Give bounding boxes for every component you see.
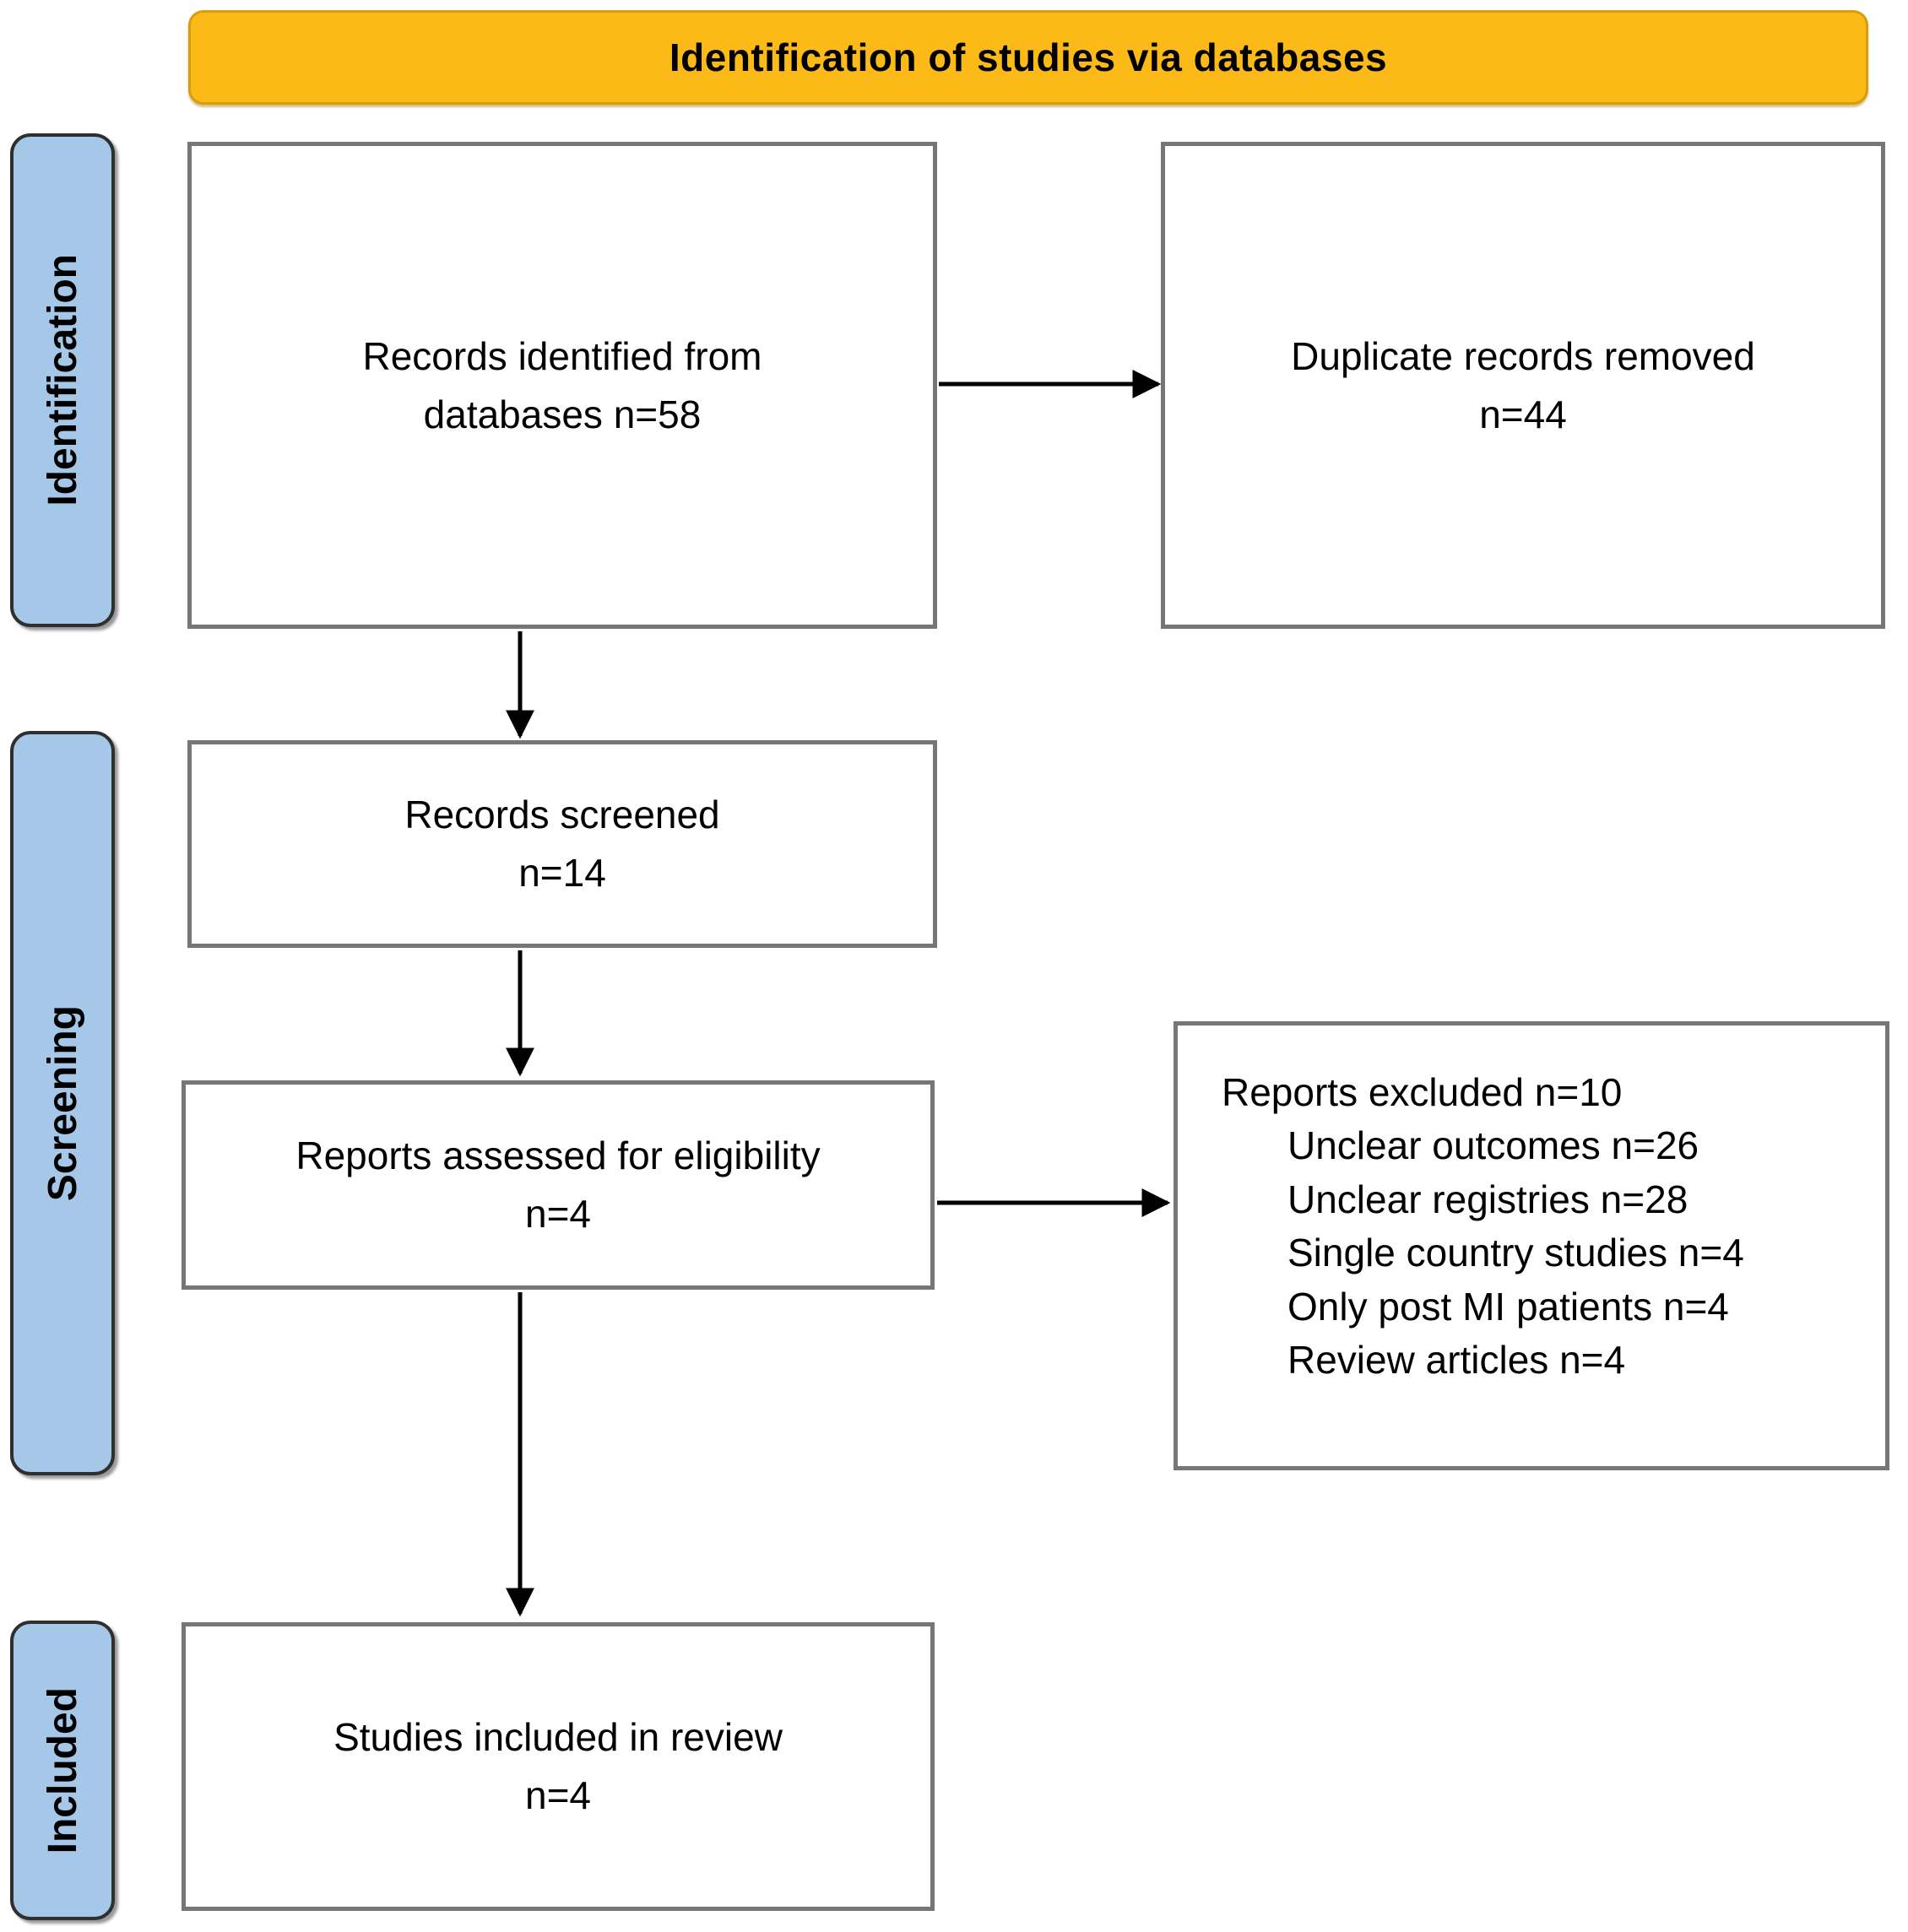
box-line: n=4: [524, 1773, 592, 1817]
box-line: Records identified from: [362, 333, 762, 378]
title-banner: Identification of studies via databases: [188, 10, 1868, 105]
stage-tab-screening-label: Screening: [40, 1004, 85, 1202]
box-records-identified: Records identified from databases n=58: [187, 142, 937, 629]
box-duplicates-removed: Duplicate records removed n=44: [1161, 142, 1885, 629]
box-line: Reports assessed for eligibility: [295, 1134, 821, 1177]
stage-tab-identification-label: Identification: [40, 254, 85, 506]
exclusion-item: Only post MI patients n=4: [1287, 1284, 1729, 1329]
exclusion-item: Unclear registries n=28: [1287, 1177, 1688, 1221]
box-line: n=4: [524, 1192, 592, 1236]
box-studies-included: Studies included in review n=4: [182, 1622, 935, 1911]
exclusion-title: Reports excluded n=10: [1222, 1070, 1623, 1114]
stage-tab-included: Included: [10, 1621, 115, 1920]
box-line: Studies included in review: [333, 1715, 783, 1759]
box-line: databases n=58: [423, 392, 702, 436]
box-line: n=44: [1479, 392, 1567, 436]
exclusion-item: Unclear outcomes n=26: [1287, 1123, 1699, 1168]
stage-tab-screening: Screening: [10, 731, 115, 1475]
stage-tab-included-label: Included: [40, 1686, 85, 1854]
title-banner-label: Identification of studies via databases: [669, 35, 1388, 79]
box-line: n=14: [518, 851, 606, 895]
exclusion-item: Review articles n=4: [1287, 1338, 1626, 1383]
box-line: Records screened: [404, 793, 720, 836]
stage-tab-identification: Identification: [10, 133, 115, 627]
box-records-screened: Records screened n=14: [187, 740, 937, 948]
box-line: Duplicate records removed: [1291, 333, 1755, 378]
exclusion-item: Single country studies n=4: [1287, 1231, 1744, 1275]
box-reports-assessed: Reports assessed for eligibility n=4: [182, 1080, 935, 1290]
box-reports-excluded: Reports excluded n=10 Unclear outcomes n…: [1174, 1021, 1889, 1470]
